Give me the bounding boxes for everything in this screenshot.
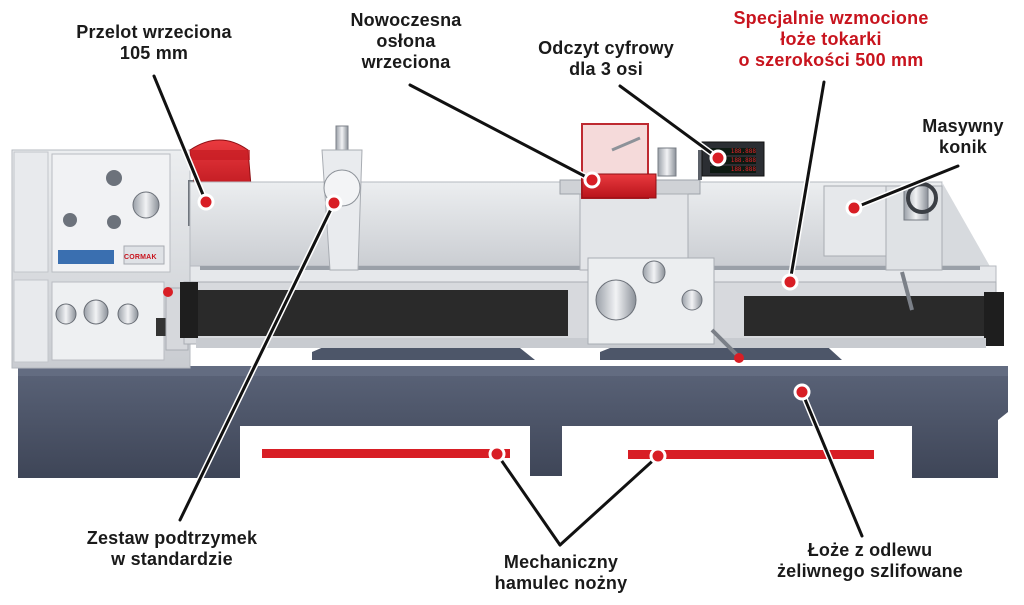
dro-axis-y: 188.888	[730, 157, 756, 164]
steady-rest	[321, 125, 363, 271]
bed-way-right	[744, 296, 984, 336]
callout-spindle-bore: Przelot wrzeciona 105 mm	[76, 22, 232, 63]
callout-bed-width: Specjalnie wzmocione łoże tokarki o szer…	[733, 8, 929, 70]
dot-bed-width	[781, 273, 799, 291]
callout-dots	[197, 149, 863, 465]
dot-rests	[325, 194, 343, 212]
dot-tailstock	[845, 199, 863, 217]
apron-panel-left	[51, 281, 166, 361]
brand-logo-text: CORMAK	[124, 254, 157, 261]
bed-way-left	[196, 290, 568, 336]
callout-spindle-guard: Nowoczesna osłona wrzeciona	[350, 10, 462, 72]
dot-brake-right	[649, 447, 667, 465]
dro-axis-z: 188.888	[730, 166, 756, 173]
callout-foot-brake: Mechaniczny hamulec nożny	[494, 552, 628, 593]
dot-spindle-guard	[583, 171, 601, 189]
dot-brake-left	[488, 445, 506, 463]
callout-rests: Zestaw podtrzymek w standardzie	[86, 528, 258, 569]
gearbox-panel	[51, 153, 171, 273]
dot-dro	[709, 149, 727, 167]
callout-tailstock: Masywny konik	[922, 116, 1004, 157]
leader-lines-dark	[152, 74, 960, 547]
callout-cast-bed: Łoże z odlewu żeliwnego szlifowane	[776, 540, 964, 581]
dot-cast-bed	[793, 383, 811, 401]
dot-spindle-bore	[197, 193, 215, 211]
dro-axis-x: 188.888	[730, 148, 756, 155]
callout-dro: Odczyt cyfrowy dla 3 osi	[538, 38, 674, 79]
foot-brake-bar-right	[628, 450, 874, 459]
headstock	[11, 149, 191, 369]
foot-brake-bar-left	[262, 449, 510, 458]
tailstock-drawing	[823, 182, 943, 311]
dro-readout: 188.888 188.888 188.888	[710, 147, 756, 174]
